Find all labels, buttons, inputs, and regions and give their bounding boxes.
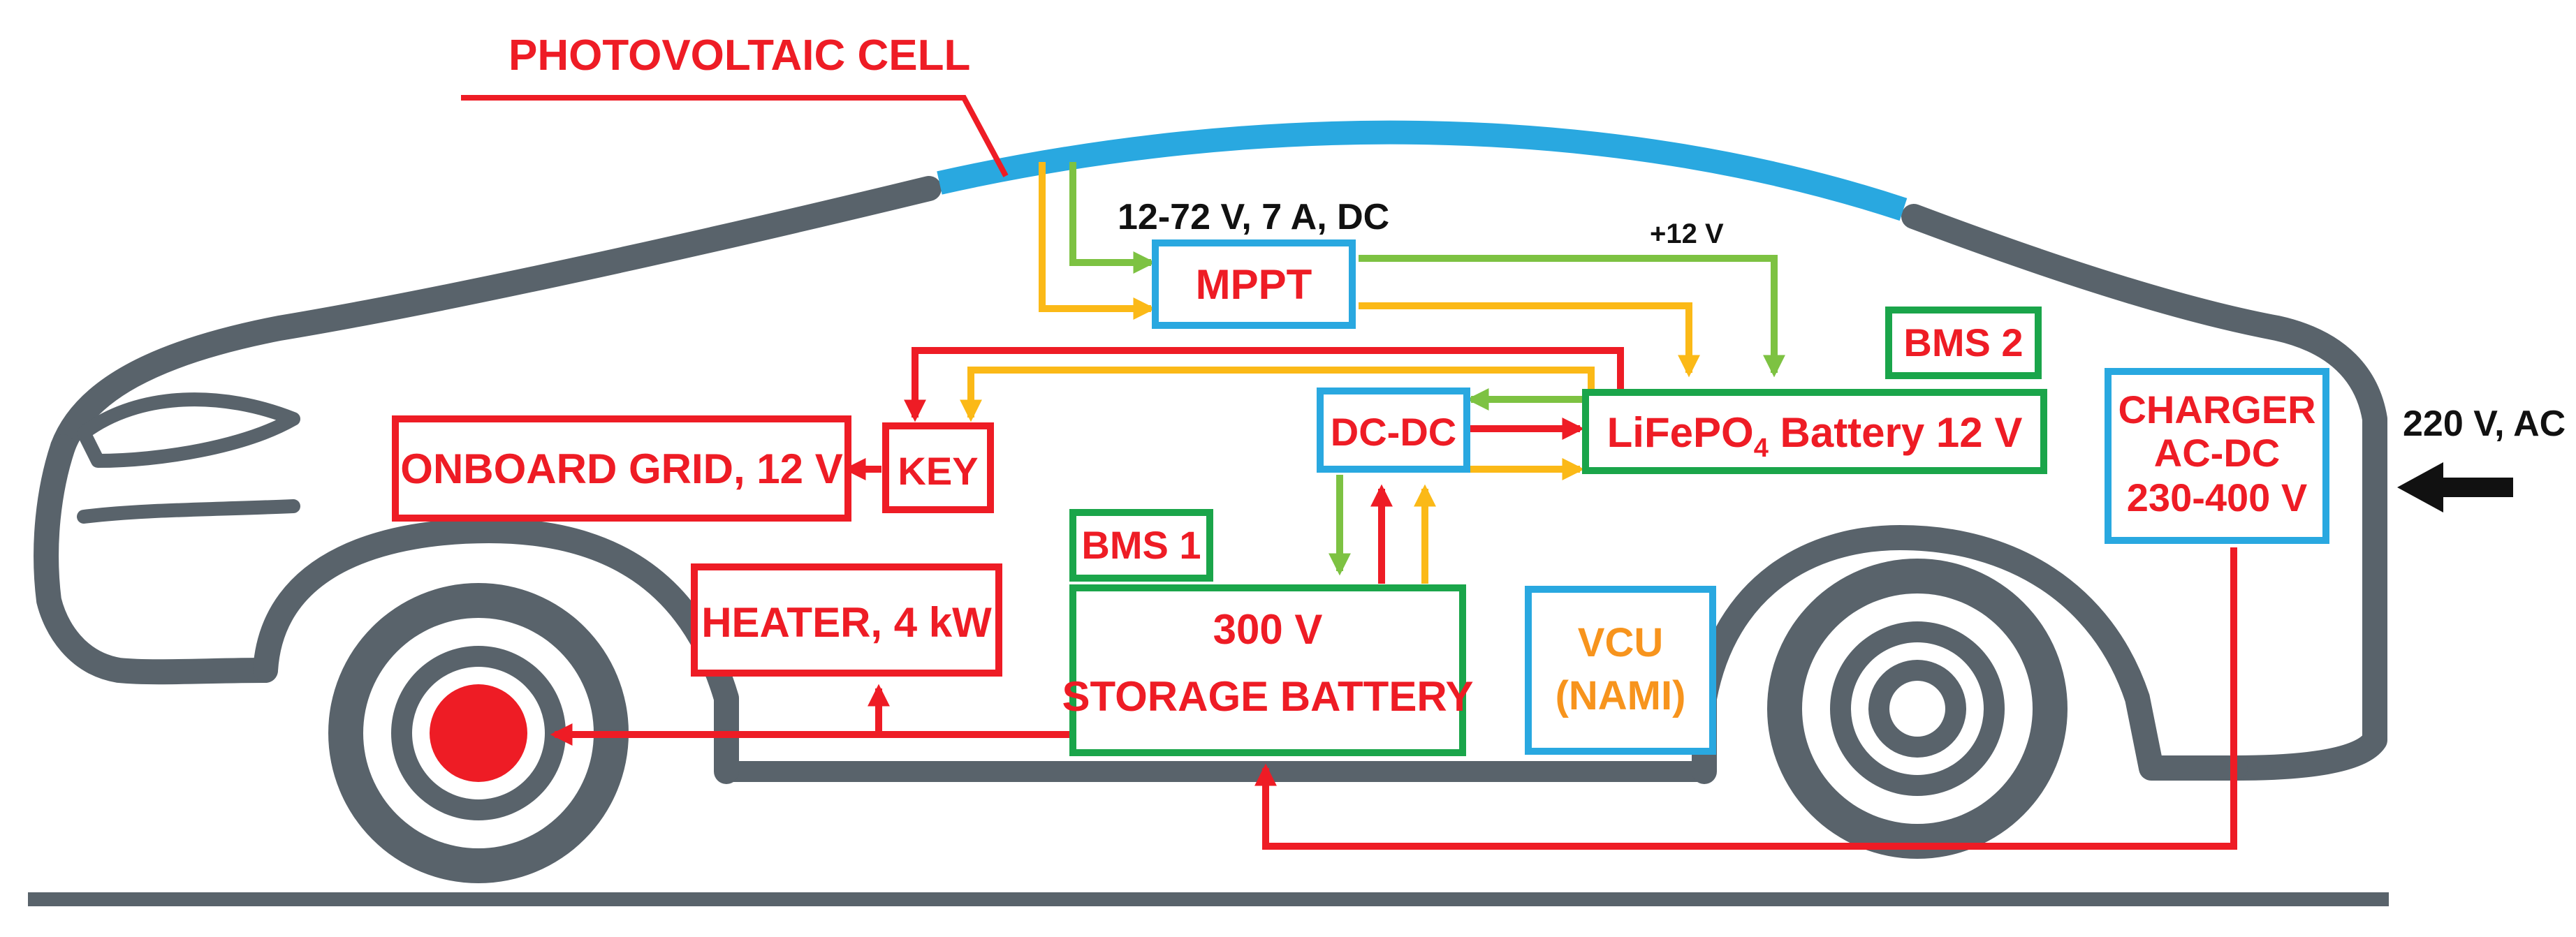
heater-box bbox=[691, 563, 1002, 677]
bms2-label: BMS 2 bbox=[1903, 320, 2023, 364]
pv-output-label: 12-72 V, 7 A, DC bbox=[1118, 197, 1389, 237]
wire-mppt-to-lifepo4-orange bbox=[1359, 302, 1701, 378]
vcu-label: VCU bbox=[1578, 620, 1663, 665]
lifepo4-label-sub: 4 bbox=[1754, 434, 1769, 463]
wire-mppt-to-lifepo4-green bbox=[1359, 255, 1786, 378]
wire-pv-to-mppt-orange bbox=[1039, 162, 1156, 320]
wheel-hub bbox=[430, 684, 527, 782]
ac-input-label: 220 V, AC bbox=[2403, 404, 2566, 444]
plus-12v-label: +12 V bbox=[1650, 219, 1724, 249]
rear-wheel bbox=[1767, 559, 2068, 859]
dcdc-label: DC-DC bbox=[1331, 410, 1456, 454]
solar-panel bbox=[937, 120, 1908, 221]
dcdc-box bbox=[1317, 388, 1470, 473]
key-label: KEY bbox=[898, 449, 978, 493]
charger-type-label: AC-DC bbox=[2154, 431, 2280, 475]
bms1-box bbox=[1069, 509, 1213, 582]
onboard-grid-box bbox=[392, 415, 851, 522]
vcu-box bbox=[1525, 586, 1716, 755]
vcu-sublabel: (NAMI) bbox=[1556, 673, 1686, 718]
pv-callout-line bbox=[461, 95, 1009, 177]
input-arrow-icon bbox=[2397, 462, 2513, 512]
ground-line bbox=[28, 892, 2389, 906]
lifepo4-battery-box bbox=[1582, 389, 2047, 474]
bms2-box bbox=[1885, 307, 2042, 379]
charger-label: CHARGER bbox=[2118, 388, 2315, 431]
storage-battery-label: STORAGE BATTERY bbox=[1062, 673, 1474, 720]
lifepo4-label-rest: Battery 12 V bbox=[1769, 409, 2023, 456]
charger-box bbox=[2105, 368, 2329, 544]
wire-charger-to-storage bbox=[1254, 547, 2237, 850]
lifepo4-battery-label: LiFePO4 Battery 12 V bbox=[1607, 409, 2023, 463]
wire-pv-to-mppt-green bbox=[1069, 162, 1156, 274]
onboard-grid-label: ONBOARD GRID, 12 V bbox=[400, 445, 842, 492]
heater-label: HEATER, 4 kW bbox=[701, 599, 992, 646]
mppt-label: MPPT bbox=[1196, 261, 1312, 308]
key-box bbox=[882, 422, 994, 513]
pv-cell-label: PHOTOVOLTAIC CELL bbox=[508, 31, 970, 80]
mppt-box bbox=[1152, 239, 1356, 329]
car-body bbox=[34, 176, 2387, 784]
storage-battery-voltage: 300 V bbox=[1213, 606, 1323, 653]
charger-voltage-label: 230-400 V bbox=[2127, 475, 2307, 519]
front-wheel bbox=[328, 583, 629, 883]
wire-lifepo4-to-key-red bbox=[903, 347, 1624, 422]
storage-battery-box bbox=[1069, 584, 1466, 756]
wire-lifepo4-to-key-orange bbox=[959, 367, 1595, 422]
lifepo4-label-main: LiFePO bbox=[1607, 409, 1754, 456]
bms1-label: BMS 1 bbox=[1081, 523, 1201, 567]
